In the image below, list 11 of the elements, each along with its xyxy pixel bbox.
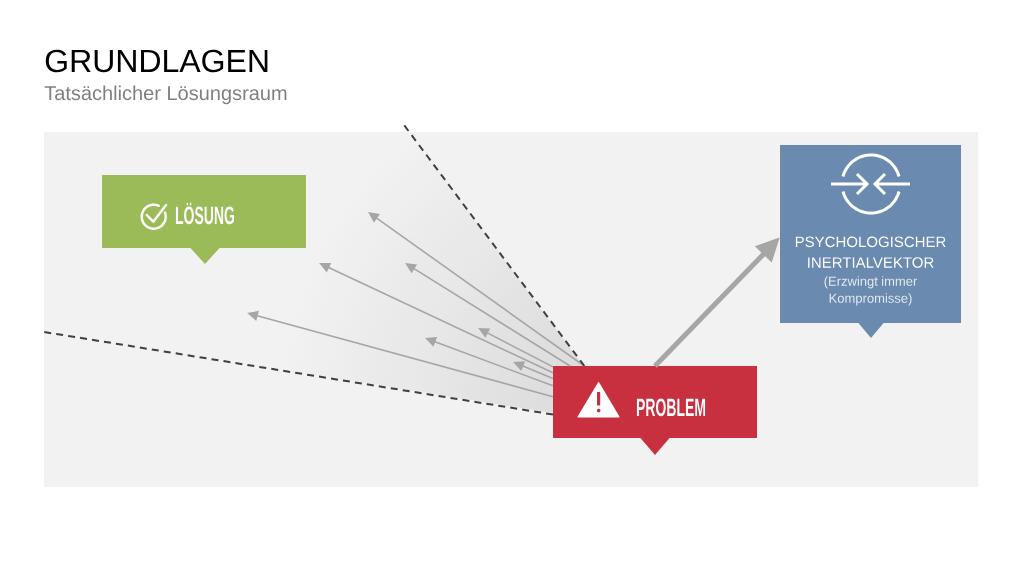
callout-box: LÖSUNG [102,175,306,264]
callout-box: PSYCHOLOGISCHER INERTIALVEKTOR (Erzwingt immer Kompromisse) [780,145,961,338]
slide-title: GRUNDLAGEN [45,49,268,73]
subtitle: Tatsächlicher Lösungsraum [44,85,287,105]
dashed-line [43,331,554,416]
arrow [478,328,554,368]
dashed-line [403,124,586,367]
arrow [405,263,571,367]
arrow [368,212,586,367]
callout-box: PROBLEM [553,366,757,455]
arrow [319,262,554,374]
